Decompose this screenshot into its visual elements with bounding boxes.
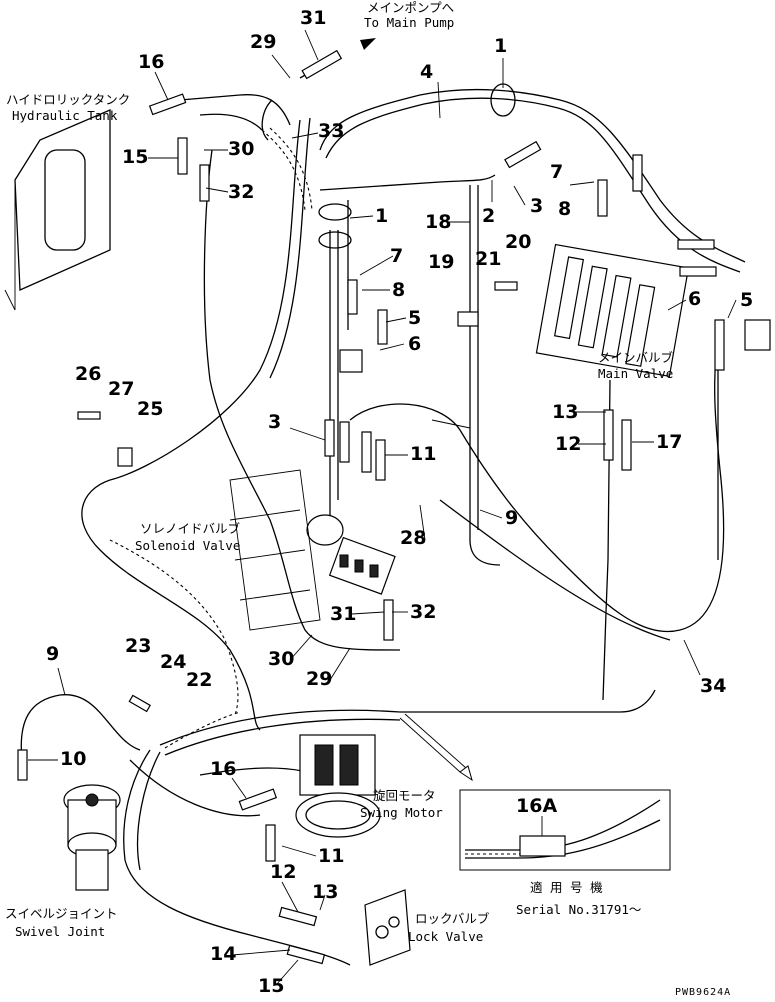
callout: 21	[475, 248, 501, 270]
callout: 5	[740, 289, 753, 311]
main-valve-label-en: Main Valve	[598, 366, 673, 381]
callout: 16	[138, 51, 164, 73]
drawing-code: PWB9624A	[675, 987, 731, 998]
callout: 9	[505, 507, 518, 529]
callout: 32	[410, 601, 436, 623]
callout: 1	[375, 205, 388, 227]
callout: 15	[258, 975, 284, 997]
callout: 8	[558, 198, 571, 220]
tank-label-en: Hydraulic Tank	[12, 108, 118, 123]
callout: 11	[318, 845, 344, 867]
callout: 12	[270, 861, 296, 883]
callout: 24	[160, 651, 186, 673]
callout: 13	[312, 881, 338, 903]
solenoid-label-en: Solenoid Valve	[135, 538, 240, 553]
serial-label-en: Serial No.31791～	[516, 902, 641, 917]
callout: 32	[228, 181, 254, 203]
callout: 7	[390, 245, 403, 267]
callout: 14	[210, 943, 236, 965]
callout: 31	[330, 603, 356, 625]
main-pump-label-en: To Main Pump	[364, 15, 454, 30]
callout: 25	[137, 398, 163, 420]
fittings	[17, 49, 725, 965]
callout: 27	[108, 378, 134, 400]
callout: 18	[425, 211, 451, 233]
callout: 4	[420, 61, 433, 83]
callout: 30	[228, 138, 254, 160]
lock-valve-label-jp: ロックバルブ	[415, 911, 490, 926]
leader-lines	[28, 29, 737, 986]
callout: 29	[250, 31, 276, 53]
callout: 13	[552, 401, 578, 423]
component-labels: メインポンプへ To Main Pump ハイドロリックタンク Hydrauli…	[5, 0, 731, 998]
hydraulic-tank	[4, 109, 111, 311]
solenoid-bracket	[229, 469, 321, 631]
lock-valve	[364, 889, 411, 966]
callout: 28	[400, 527, 426, 549]
callout: 2	[482, 205, 495, 227]
swing-motor	[295, 734, 381, 838]
callout: 33	[318, 120, 344, 142]
hose-lines	[20, 38, 746, 966]
callout: 12	[555, 433, 581, 455]
callout: 3	[530, 195, 543, 217]
swivel-joint-label-jp: スイベルジョイント	[5, 906, 118, 921]
callout: 9	[46, 643, 59, 665]
solenoid-valve	[306, 514, 396, 595]
main-valve	[535, 243, 771, 378]
callout: 30	[268, 648, 294, 670]
callout: 26	[75, 363, 101, 385]
callout: 16	[210, 758, 236, 780]
callout: 15	[122, 146, 148, 168]
callout: 8	[392, 279, 405, 301]
main-valve-label-jp: メインバルブ	[598, 350, 674, 365]
serial-label-jp: 適 用 号 機	[530, 880, 603, 895]
main-pump-label-jp: メインポンプへ	[367, 0, 454, 15]
swing-motor-label-en: Swing Motor	[360, 805, 443, 820]
callout: 3	[268, 411, 281, 433]
callout: 23	[125, 635, 151, 657]
lock-valve-label-en: Lock Valve	[408, 929, 483, 944]
callout: 6	[408, 333, 421, 355]
tank-label-jp: ハイドロリックタンク	[6, 92, 130, 107]
callout: 1	[494, 35, 507, 57]
swing-motor-label-jp: 旋回モータ	[373, 788, 436, 803]
callout-numbers: 31 29 16 4 1 30 33 15 32 1 18 2 3 7 8 19…	[46, 7, 753, 997]
inset-16a	[459, 789, 671, 871]
callout: 17	[656, 431, 682, 453]
callout: 22	[186, 669, 212, 691]
callout: 19	[428, 251, 454, 273]
callout: 20	[505, 231, 531, 253]
callout: 31	[300, 7, 326, 29]
callout: 5	[408, 307, 421, 329]
callout: 10	[60, 748, 86, 770]
callout: 6	[688, 288, 701, 310]
callout: 34	[700, 675, 726, 697]
swivel-joint	[63, 784, 121, 891]
swivel-joint-label-en: Swivel Joint	[15, 924, 105, 939]
callout: 16A	[516, 795, 557, 817]
solenoid-label-jp: ソレノイドバルブ	[140, 521, 241, 536]
callout: 11	[410, 443, 436, 465]
callout: 29	[306, 668, 332, 690]
callout: 7	[550, 161, 563, 183]
